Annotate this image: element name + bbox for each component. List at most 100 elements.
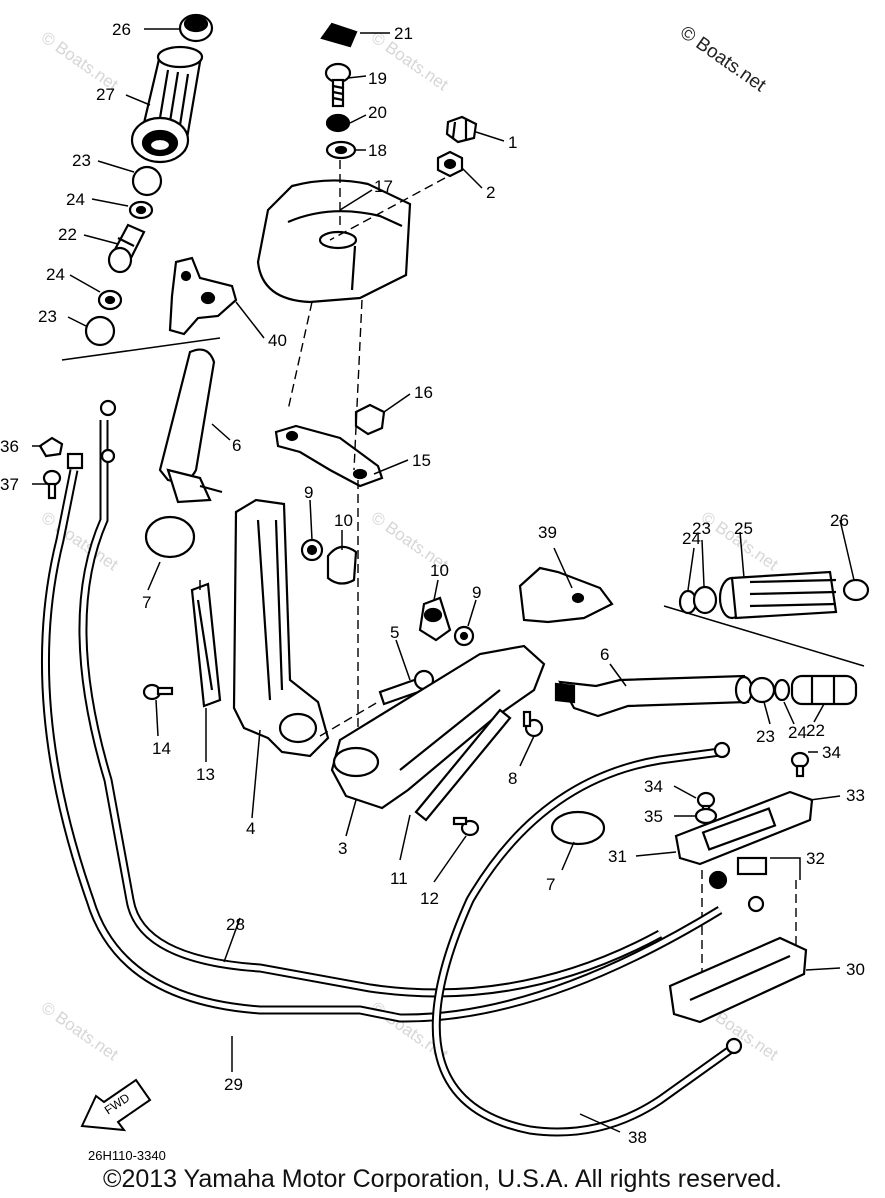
cable-end-fittings	[66, 399, 765, 1055]
callout-15: 15	[412, 451, 431, 470]
callout-29: 29	[224, 1075, 243, 1094]
callout-1: 1	[508, 133, 517, 152]
leader-lines	[32, 28, 855, 1133]
callout-22-a: 22	[58, 225, 77, 244]
plate-11	[414, 708, 512, 822]
collar-9-b	[453, 625, 475, 647]
callout-11: 11	[390, 869, 408, 888]
callout-17: 17	[374, 177, 393, 196]
washer-24-a	[128, 200, 154, 220]
callout-32: 32	[806, 849, 825, 868]
steering-arm-3	[330, 644, 546, 810]
throttle-grip-27	[130, 45, 204, 164]
callout-26-right: 26	[830, 511, 849, 530]
callout-28: 28	[226, 915, 245, 934]
switch-cover-33	[674, 790, 814, 866]
watermark-tile: © Boats.net	[698, 508, 782, 575]
callout-10-a: 10	[334, 511, 353, 530]
callout-24-b: 24	[46, 265, 65, 284]
callout-19: 19	[368, 69, 387, 88]
nut-1	[445, 115, 478, 144]
cap-7-left	[144, 515, 196, 559]
lever-plate-15	[274, 424, 384, 488]
bushing-10-b	[418, 596, 452, 642]
callout-6-right: 6	[600, 645, 609, 664]
callout-35: 35	[644, 807, 663, 826]
callout-2: 2	[486, 183, 495, 202]
collar-9-a	[300, 538, 324, 562]
washer-24-d	[773, 678, 791, 702]
weight-22-b	[790, 674, 858, 706]
bushing-10-a	[326, 545, 358, 585]
cover-17	[256, 179, 412, 304]
grip-end-cap-26-top	[178, 13, 214, 43]
callout-16: 16	[414, 383, 433, 402]
callout-23-d: 23	[756, 727, 775, 746]
switch-box-30	[668, 936, 808, 1024]
handlebar-6-left	[158, 348, 223, 504]
nut-16	[354, 403, 386, 436]
steering-arm-4	[232, 498, 330, 758]
callout-7-right: 7	[546, 875, 555, 894]
callout-34-a: 34	[822, 743, 841, 762]
bolt-19	[324, 62, 352, 108]
callout-13: 13	[196, 765, 215, 784]
copyright-notice: ©2013 Yamaha Motor Corporation, U.S.A. A…	[103, 1165, 782, 1193]
cable-28	[78, 420, 663, 998]
callout-21: 21	[394, 24, 413, 43]
screw-37	[42, 469, 62, 500]
plug-23-d	[748, 676, 776, 704]
callout-labels: 26 27 23 24 22 24 23 21 19 20 18 1 2 17 …	[0, 20, 865, 1147]
washer-24-b	[97, 289, 123, 311]
lever-bracket-39	[518, 566, 614, 624]
callout-34-b: 34	[644, 777, 663, 796]
callout-26-top: 26	[112, 20, 131, 39]
screw-34-a	[790, 751, 810, 778]
washer-18	[325, 140, 357, 160]
callout-24-c: 24	[682, 529, 701, 548]
callout-18: 18	[368, 141, 387, 160]
nut-2	[436, 150, 464, 178]
cap-21	[320, 22, 358, 48]
lever-bracket-40	[168, 256, 238, 336]
callout-6-left: 6	[232, 436, 241, 455]
cable-29	[40, 469, 723, 1023]
callout-10-b: 10	[430, 561, 449, 580]
callout-27: 27	[96, 85, 115, 104]
forward-arrow-icon: FWD	[80, 1078, 152, 1132]
weight-22-a	[107, 223, 146, 274]
grip-end-cap-26-right	[842, 578, 870, 602]
clip-36	[38, 436, 64, 458]
callout-22-b: 22	[806, 721, 825, 740]
plug-23-b	[84, 315, 116, 347]
callout-40: 40	[268, 331, 287, 350]
drawing-code: 26H110-3340	[88, 1148, 166, 1163]
callout-7-left: 7	[142, 593, 151, 612]
callout-36: 36	[0, 437, 19, 456]
screw-12	[452, 816, 480, 837]
nut-20	[325, 113, 351, 133]
callout-39: 39	[538, 523, 557, 542]
callout-9-b: 9	[472, 583, 481, 602]
callout-38: 38	[628, 1128, 647, 1147]
handlebar-6-right	[554, 674, 754, 718]
screw-8	[522, 710, 544, 738]
callout-33: 33	[846, 786, 865, 805]
callout-23-b: 23	[38, 307, 57, 326]
callout-23-c: 23	[692, 519, 711, 538]
screw-14	[142, 683, 174, 701]
callout-23-a: 23	[72, 151, 91, 170]
callout-8: 8	[508, 769, 517, 788]
callout-14: 14	[152, 739, 171, 758]
plug-23-a	[131, 165, 163, 197]
callout-5: 5	[390, 623, 399, 642]
cable-38	[431, 747, 733, 1137]
callout-12: 12	[420, 889, 439, 908]
plate-13	[190, 582, 222, 708]
callout-37: 37	[0, 475, 19, 494]
callout-20: 20	[368, 103, 387, 122]
watermark-tile: © Boats.net	[38, 998, 122, 1065]
callout-31: 31	[608, 847, 627, 866]
grip-25	[718, 570, 838, 620]
